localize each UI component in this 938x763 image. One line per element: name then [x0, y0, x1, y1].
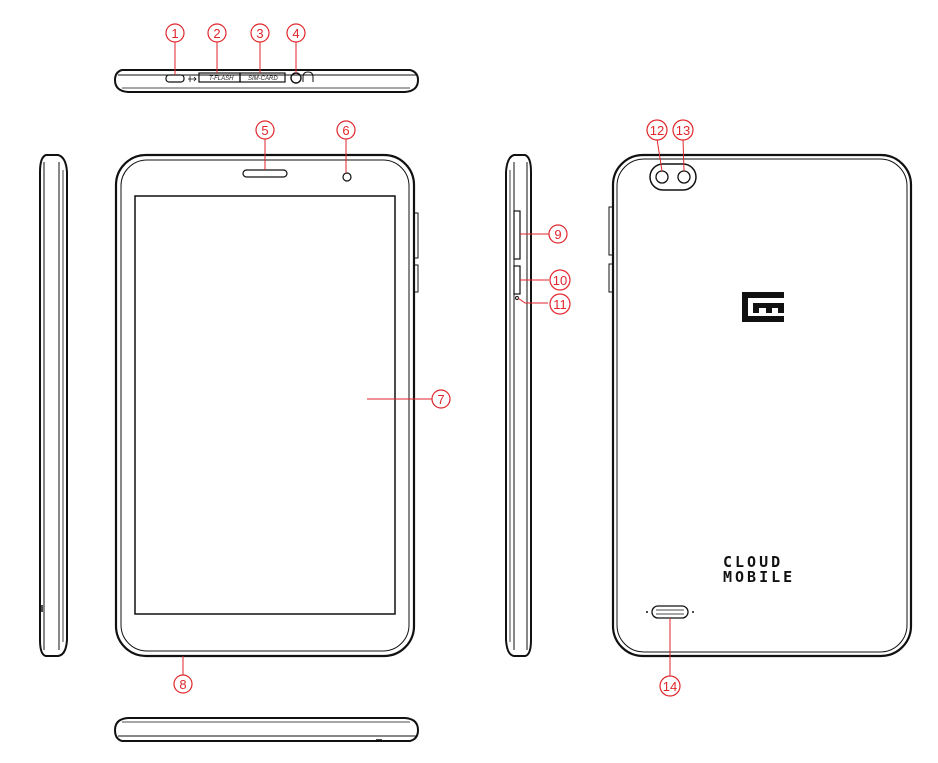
back-side-button-volume	[608, 206, 614, 256]
callout-1: 1	[165, 23, 185, 43]
cm-logo	[742, 292, 784, 322]
screen	[134, 195, 396, 615]
usb-port	[165, 74, 197, 83]
callout-6: 6	[336, 120, 356, 140]
callout-6-number: 6	[342, 123, 349, 138]
headphone-jack	[290, 71, 314, 84]
front-camera	[342, 172, 352, 182]
brand-wordmark: CLOUD MOBILE	[723, 553, 795, 586]
back-side-button-power	[608, 263, 614, 293]
callout-leaders	[174, 42, 685, 676]
rear-camera	[655, 170, 669, 184]
callout-3: 3	[250, 23, 270, 43]
callout-2: 2	[207, 23, 227, 43]
front-view	[114, 153, 419, 658]
callout-1-number: 1	[171, 26, 178, 41]
brand-line-2: MOBILE	[723, 568, 795, 586]
callout-11: 11	[549, 293, 571, 315]
callout-8-number: 8	[179, 677, 186, 692]
simcard-label: SIM-CARD	[248, 76, 278, 82]
earpiece	[242, 169, 288, 178]
callout-2-number: 2	[213, 26, 220, 41]
callout-12-number: 12	[650, 123, 664, 138]
callout-10-number: 10	[553, 273, 567, 288]
bottom-edge-view	[113, 717, 420, 742]
simcard-slot: SIM-CARD	[239, 72, 286, 83]
right-side-view	[505, 154, 532, 657]
callout-7-number: 7	[437, 392, 444, 407]
callout-12: 12	[646, 119, 668, 141]
tflash-slot: T-FLASH	[198, 72, 241, 83]
callout-14-number: 14	[663, 679, 677, 694]
callout-3-number: 3	[256, 26, 263, 41]
rear-speaker	[646, 605, 694, 619]
callout-11-number: 11	[553, 297, 567, 312]
camera-module	[649, 163, 697, 191]
brand-line-1: CLOUD	[723, 553, 783, 571]
back-view: CLOUD MOBILE	[608, 153, 913, 658]
callout-13-number: 13	[676, 123, 690, 138]
callout-8: 8	[173, 674, 193, 694]
side-button-power	[413, 264, 419, 293]
callout-5-number: 5	[261, 123, 268, 138]
callout-4-number: 4	[292, 26, 299, 41]
callout-13: 13	[672, 119, 694, 141]
callout-7: 7	[431, 389, 451, 409]
callout-14: 14	[659, 675, 681, 697]
flash	[677, 170, 691, 184]
volume-rocker	[513, 210, 521, 260]
tflash-label: T-FLASH	[209, 76, 234, 82]
left-side-view	[39, 154, 68, 657]
callout-10: 10	[549, 269, 571, 291]
callout-9: 9	[548, 224, 568, 244]
top-edge-view: T-FLASH SIM-CARD	[113, 69, 420, 93]
side-button-volume	[413, 212, 419, 259]
callout-4: 4	[286, 23, 306, 43]
power-button	[513, 265, 521, 295]
callout-5: 5	[255, 120, 275, 140]
callout-9-number: 9	[554, 227, 561, 242]
